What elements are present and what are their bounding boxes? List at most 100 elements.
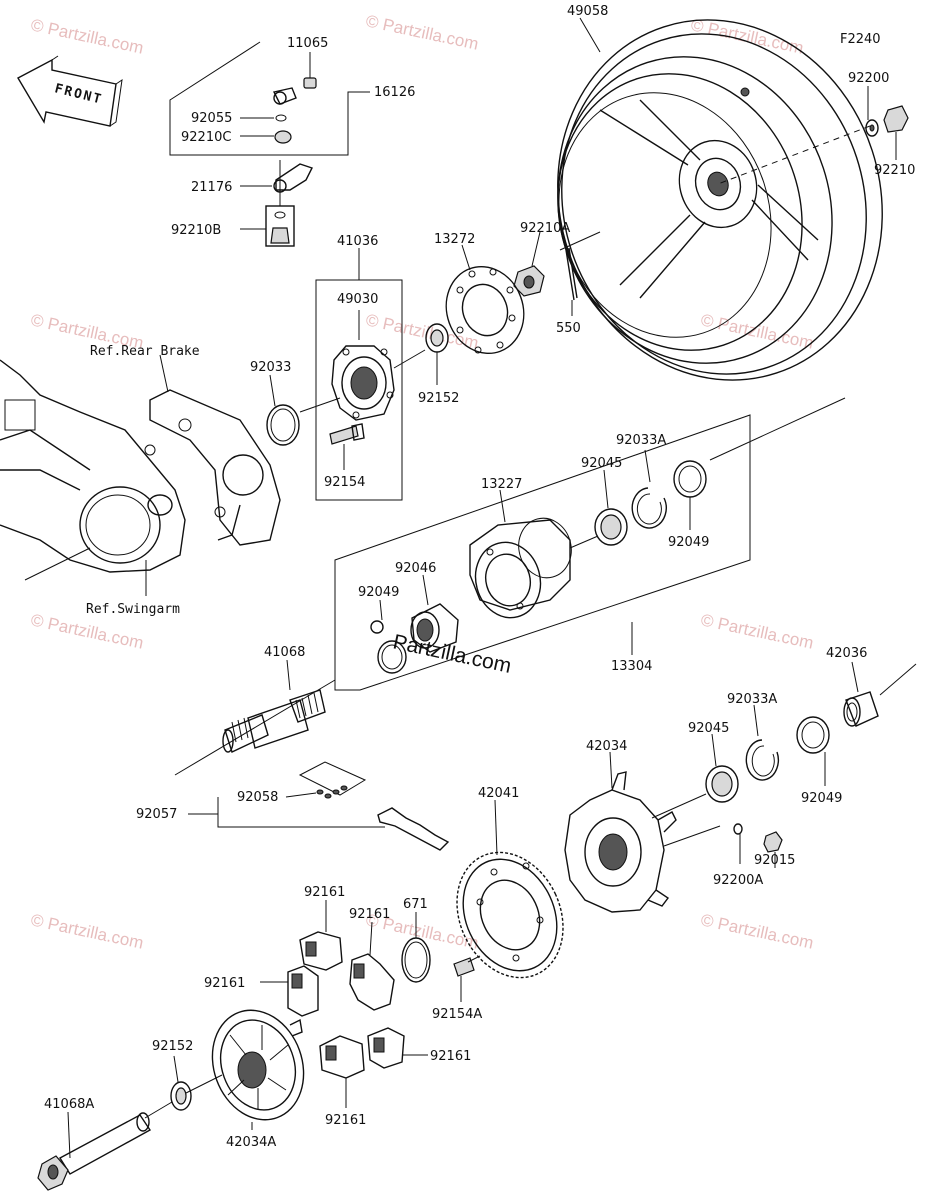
flange-42034A: [211, 1009, 305, 1130]
label-13227: 13227: [481, 477, 522, 492]
label-92055: 92055: [191, 111, 232, 126]
label-16126: 16126: [374, 85, 415, 100]
label-92210A: 92210A: [520, 221, 570, 236]
label-550: 550: [556, 321, 581, 336]
label-92210B: 92210B: [171, 223, 221, 238]
washer-92200: [865, 119, 879, 137]
label-92210C: 92210C: [181, 130, 231, 145]
cotter-pin-550: [565, 247, 578, 301]
ring-671: [401, 912, 431, 983]
label-92161-e: 92161: [430, 1049, 471, 1064]
collar-42036: [843, 661, 879, 727]
diagram-code: F2240: [840, 32, 881, 47]
bearing-92045-bot: [705, 733, 739, 803]
label-92049-top: 92049: [668, 535, 709, 550]
label-42036: 42036: [826, 646, 867, 661]
washer-92210C: [274, 130, 292, 144]
label-92057: 92057: [136, 807, 177, 822]
coupling-49030: [331, 345, 395, 421]
label-92161-c: 92161: [204, 976, 245, 991]
circlip-92033: [266, 374, 300, 446]
label-92200A: 92200A: [713, 873, 763, 888]
label-41068: 41068: [264, 645, 305, 660]
cap-11065: [303, 77, 317, 89]
circlip-92033A-bot: [745, 704, 780, 781]
o-ring-92055: [275, 114, 287, 122]
label-41068A: 41068A: [44, 1097, 94, 1112]
seal-92152-top: [425, 323, 449, 385]
circlip-92033A-top: [631, 449, 667, 529]
wheel-49058: [557, 19, 883, 381]
label-92045-bot: 92045: [688, 721, 729, 736]
damper-92161-c: [260, 965, 319, 1017]
label-92033A-bot: 92033A: [727, 692, 777, 707]
needle-bearing-92046: [410, 574, 459, 653]
plate-13272: [445, 244, 525, 355]
damper-92161-b: [349, 921, 395, 1011]
fitting-16126: [272, 87, 297, 105]
bearing-92045-top: [594, 469, 628, 546]
nut-92015: [763, 831, 783, 868]
label-49030: 49030: [337, 292, 378, 307]
label-92210: 92210: [874, 163, 915, 178]
front-label: FRONT: [53, 81, 104, 107]
label-13304: 13304: [611, 659, 652, 674]
label-21176: 21176: [191, 180, 232, 195]
washer-92200A: [733, 823, 743, 864]
chain-92057: [285, 761, 450, 851]
fitting-assembly: [169, 41, 370, 247]
watermark: © Partzilla.com: [364, 11, 480, 53]
seal-92049-top: [673, 460, 707, 530]
sprocket-42041: [456, 799, 564, 979]
ref-swingarm: Ref.Swingarm: [86, 602, 180, 617]
label-92049-mid: 92049: [358, 585, 399, 600]
nut-92210A: [513, 231, 545, 297]
hub-13227: [469, 489, 572, 619]
watermark: © Partzilla.com: [29, 910, 145, 952]
center-watermark: Partzilla.com: [391, 630, 513, 677]
bolt-92154: [329, 423, 365, 445]
label-13272: 13272: [434, 232, 475, 247]
watermark: © Partzilla.com: [699, 610, 815, 652]
label-42041: 42041: [478, 786, 519, 801]
shaft-41068: [222, 659, 326, 753]
label-42034A: 42034A: [226, 1135, 276, 1150]
nut-92210: [883, 105, 909, 160]
label-92046: 92046: [395, 561, 436, 576]
front-arrow-icon: FRONT: [17, 55, 123, 127]
seal-92049-bot: [796, 716, 830, 786]
label-11065: 11065: [287, 36, 328, 51]
label-92152-bot: 92152: [152, 1039, 193, 1054]
watermark: © Partzilla.com: [29, 15, 145, 57]
label-92033: 92033: [250, 360, 291, 375]
ref-rear-brake: Ref.Rear Brake: [90, 344, 200, 359]
label-92161-a: 92161: [304, 885, 345, 900]
bolt-92154A: [453, 955, 481, 1002]
label-49058: 49058: [567, 4, 608, 19]
label-92154A: 92154A: [432, 1007, 482, 1022]
damper-92161-e: [367, 1027, 428, 1069]
label-92049-bot: 92049: [801, 791, 842, 806]
damper-92161-d: [319, 1035, 365, 1108]
axle-41068A: [37, 1111, 152, 1191]
label-92154: 92154: [324, 475, 365, 490]
label-92058: 92058: [237, 790, 278, 805]
watermark: © Partzilla.com: [689, 15, 805, 57]
seal-92049-mid: [370, 599, 407, 674]
rear-brake-bracket: [149, 354, 281, 546]
label-671: 671: [403, 897, 428, 912]
carrier-42034: [564, 751, 721, 913]
swingarm: [0, 359, 186, 596]
seal-92152-bot: [170, 1055, 192, 1111]
label-92200: 92200: [848, 71, 889, 86]
label-92161-b: 92161: [349, 907, 390, 922]
label-41036: 41036: [337, 234, 378, 249]
label-92045-top: 92045: [581, 456, 622, 471]
watermark: © Partzilla.com: [699, 910, 815, 952]
label-42034: 42034: [586, 739, 627, 754]
label-92161-d: 92161: [325, 1113, 366, 1128]
label-92015: 92015: [754, 853, 795, 868]
damper-92161-a: [299, 900, 343, 971]
